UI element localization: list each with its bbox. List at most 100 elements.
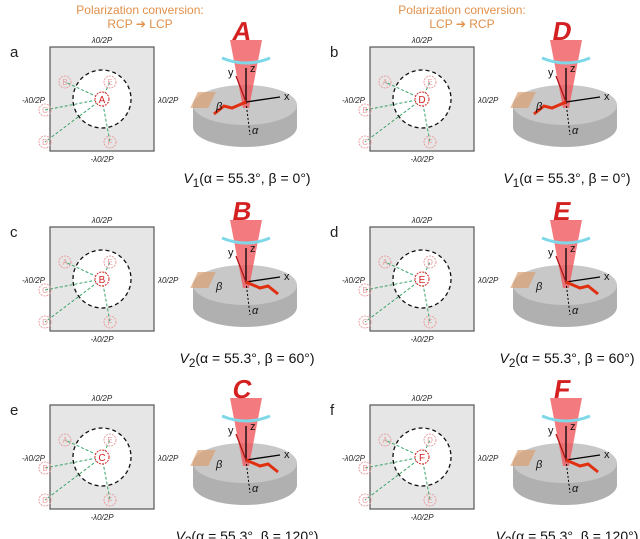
axis-y: y <box>548 67 554 79</box>
y-axis <box>555 255 567 283</box>
diffraction-link <box>44 456 103 501</box>
output-path <box>533 100 567 116</box>
axis-label-left: -λ0/2P <box>22 96 46 105</box>
axis-beta: β <box>215 101 223 113</box>
diffraction-link <box>364 456 423 501</box>
y-axis <box>555 75 567 103</box>
axis-x: x <box>284 449 290 461</box>
order-marker <box>358 283 372 297</box>
order-letter: F <box>108 138 113 147</box>
caption: V3(α = 55.3°, β = 120°) <box>175 528 319 539</box>
alpha-guide <box>245 101 251 136</box>
order-marker <box>38 315 52 329</box>
axis-label-top: λ0/2P <box>411 36 433 45</box>
diffraction-link <box>44 98 103 143</box>
order-marker <box>103 75 117 89</box>
axis-z: z <box>570 243 576 255</box>
grating-patch <box>510 272 536 288</box>
order-letter: F <box>428 318 433 327</box>
x-axis <box>245 454 281 461</box>
order-marker <box>378 255 392 269</box>
order-letter: F <box>108 318 113 327</box>
order-letter: E <box>427 78 432 87</box>
output-path <box>565 280 599 296</box>
axis-y: y <box>548 247 554 259</box>
axis-label-right: λ0/2P <box>477 454 499 463</box>
order-letter: C <box>42 286 48 295</box>
output-path <box>245 458 279 474</box>
rotation-arrow-icon <box>221 56 271 65</box>
beam-letter: F <box>552 374 573 404</box>
output-path <box>245 280 279 296</box>
axis-label-left: -λ0/2P <box>342 276 366 285</box>
x-axis <box>565 454 601 461</box>
panel-label: b <box>330 44 339 61</box>
panel-label: e <box>10 402 19 419</box>
order-marker <box>358 135 372 149</box>
panel-a: a V1(α = 55.3°, β = 0°)λ0/2P-λ0/2P-λ0/2P… <box>0 10 320 190</box>
diffraction-link <box>364 278 423 323</box>
y-axis <box>235 433 247 461</box>
order-letter: B <box>42 464 47 473</box>
order-marker <box>103 433 117 447</box>
axis-z: z <box>250 63 256 75</box>
axis-label-left: -λ0/2P <box>22 454 46 463</box>
caption: V1(α = 55.3°, β = 0°) <box>503 170 631 190</box>
axis-label-top: λ0/2P <box>91 394 113 403</box>
axis-label-bottom: -λ0/2P <box>410 155 434 164</box>
order-letter: D <box>42 138 48 147</box>
axis-beta: β <box>215 281 223 293</box>
axis-x: x <box>604 271 610 283</box>
panel-label: c <box>10 224 18 241</box>
order-letter: B <box>362 286 367 295</box>
diffraction-link <box>101 81 111 100</box>
center-marker <box>94 449 110 465</box>
arrow-right-icon: ➔ <box>135 17 146 31</box>
axis-beta: β <box>535 101 543 113</box>
grating-patch <box>190 450 216 466</box>
order-letter: C <box>362 318 368 327</box>
panel-label: a <box>10 44 19 61</box>
diffraction-link <box>421 81 431 100</box>
axis-label-right: λ0/2P <box>157 276 179 285</box>
axis-label-bottom: -λ0/2P <box>90 513 114 522</box>
order-letter: E <box>107 258 112 267</box>
diffraction-link <box>101 439 111 458</box>
axis-label-left: -λ0/2P <box>342 96 366 105</box>
axis-alpha: α <box>252 483 259 495</box>
header-title: Polarization conversion: <box>76 3 204 17</box>
center-letter: F <box>419 453 425 464</box>
rotation-arrow-icon <box>541 236 591 245</box>
caption: V2(α = 55.3°, β = 60°) <box>499 350 635 370</box>
order-marker <box>423 433 437 447</box>
output-path <box>565 458 599 474</box>
grating-patch <box>510 450 536 466</box>
center-letter: C <box>98 453 105 464</box>
axis-label-bottom: -λ0/2P <box>410 513 434 522</box>
panel-c: c V2(α = 55.3°, β = 60°)λ0/2P-λ0/2P-λ0/2… <box>0 190 320 370</box>
panel-label: d <box>330 224 339 241</box>
axis-y: y <box>228 67 234 79</box>
y-axis <box>555 433 567 461</box>
axis-label-bottom: -λ0/2P <box>410 335 434 344</box>
order-marker <box>103 493 117 507</box>
header-from: LCP <box>429 17 453 31</box>
axis-beta: β <box>215 459 223 471</box>
diffraction-link <box>101 261 111 280</box>
order-marker <box>38 493 52 507</box>
header-left: Polarization conversion: RCP ➔ LCP <box>40 3 240 31</box>
diffraction-link <box>421 439 431 458</box>
axis-label-right: λ0/2P <box>157 454 179 463</box>
panel-e: e V3(α = 55.3°, β = 120°) λ0/2P -λ0/2P -λ0/… <box>0 368 320 539</box>
order-marker <box>103 315 117 329</box>
axis-z: z <box>250 243 256 255</box>
order-marker <box>58 255 72 269</box>
axis-label-right: λ0/2P <box>477 276 499 285</box>
order-marker <box>423 255 437 269</box>
order-letter: F <box>428 138 433 147</box>
x-axis <box>245 276 281 283</box>
order-letter: D <box>42 496 48 505</box>
